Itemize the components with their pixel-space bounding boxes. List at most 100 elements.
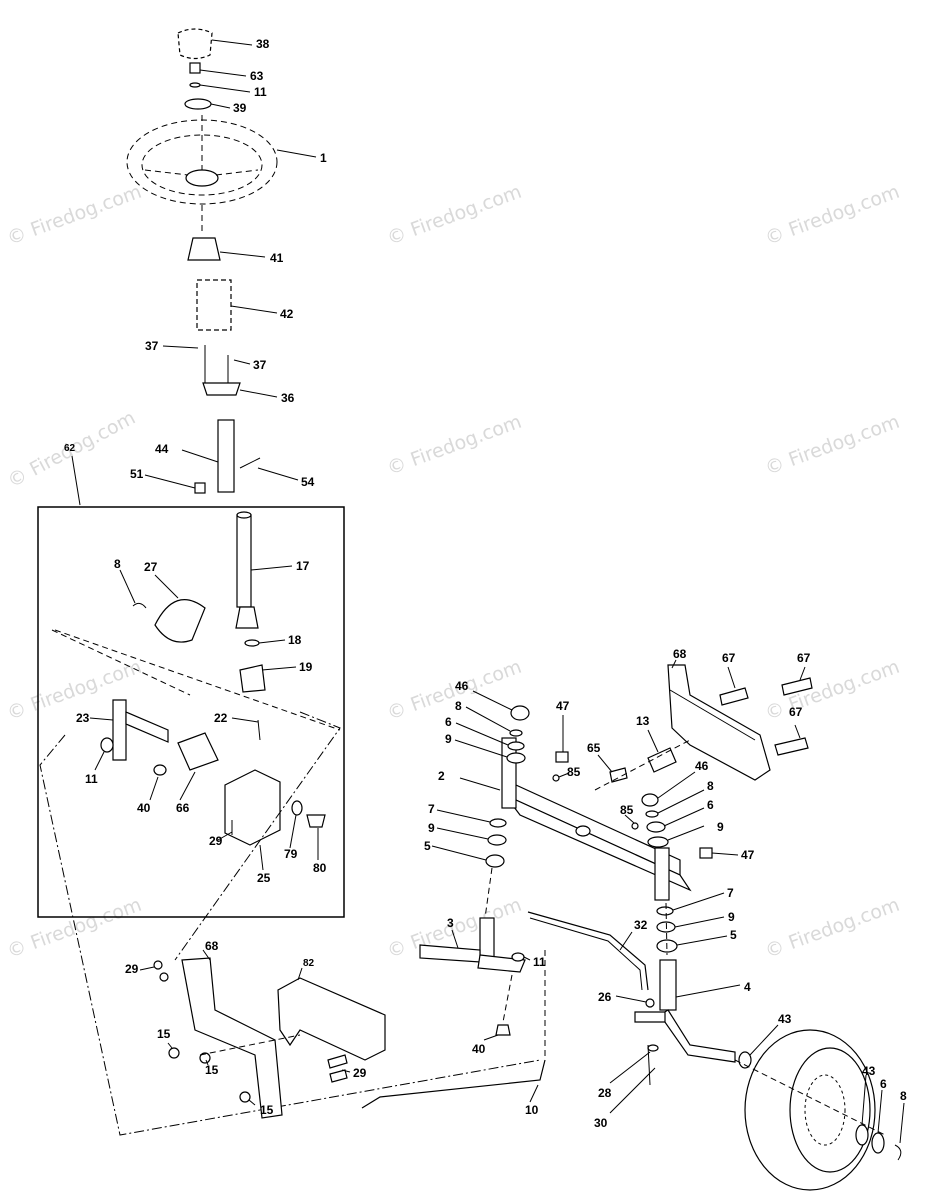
callout-label: 40 <box>472 1042 486 1056</box>
callout-label: 1 <box>320 151 327 165</box>
callout-label: 28 <box>598 1086 612 1100</box>
callout-label: 67 <box>789 705 803 719</box>
reference-line <box>39 734 541 1136</box>
callout-label: 15 <box>205 1063 219 1077</box>
collar-part <box>239 664 266 693</box>
callout-label: 29 <box>125 962 139 976</box>
callout-label: 26 <box>598 990 612 1004</box>
callout-label: 9 <box>717 820 724 834</box>
callout-label: 29 <box>353 1066 367 1080</box>
callout-label: 38 <box>256 37 270 51</box>
callout-label: 79 <box>284 847 298 861</box>
callout-label: 4 <box>744 980 751 994</box>
callout-label: 23 <box>76 711 90 725</box>
spindle-part <box>419 944 481 963</box>
callout-label: 11 <box>533 955 546 969</box>
watermark: © Firedog.com <box>4 894 144 963</box>
callout-label: 65 <box>587 741 601 755</box>
frame-plate-part <box>181 957 283 1119</box>
callout-label: 68 <box>673 647 687 661</box>
steering-gear-inset <box>37 506 345 918</box>
watermark: © Firedog.com <box>762 411 902 480</box>
front-axle-assembly <box>361 690 779 1114</box>
callout-label: 8 <box>114 557 121 571</box>
callout-label: 30 <box>594 1116 608 1130</box>
callout-label: 32 <box>634 918 648 932</box>
sector-gear-part <box>154 599 206 643</box>
callout-label: 54 <box>301 475 315 489</box>
callout-label: 8 <box>900 1089 907 1103</box>
callout-label: 46 <box>455 679 469 693</box>
callout-label: 6 <box>880 1077 887 1091</box>
plate-part <box>224 769 281 846</box>
steering-wheel-part <box>126 119 278 205</box>
callout-label: 9 <box>428 821 435 835</box>
reference-line <box>174 711 341 961</box>
callout-label: 17 <box>296 559 310 573</box>
washer-part <box>184 98 212 110</box>
watermarks: © Firedog.com © Firedog.com © Firedog.co… <box>4 181 902 963</box>
front-frame-bracket <box>139 949 386 1119</box>
frame-bracket-part <box>277 977 386 1061</box>
callout-label: 37 <box>253 358 267 372</box>
bolt-part <box>189 62 201 74</box>
callout-label: 6 <box>445 715 452 729</box>
tie-rod-part <box>527 911 649 991</box>
cap-part <box>177 28 213 60</box>
axle-support-bracket <box>594 659 813 791</box>
callout-label: 36 <box>281 391 295 405</box>
watermark: © Firedog.com <box>384 411 524 480</box>
callout-label: 40 <box>137 801 151 815</box>
callout-label: 7 <box>727 886 734 900</box>
callout-label: 29 <box>209 834 223 848</box>
adapter-part <box>187 237 221 261</box>
callout-label: 67 <box>797 651 811 665</box>
callout-label: 43 <box>778 1012 792 1026</box>
callout-label: 62 <box>64 443 76 454</box>
callout-label: 85 <box>620 803 634 817</box>
callout-label: 8 <box>707 779 714 793</box>
steering-column-assembly <box>71 28 317 506</box>
shaft-part <box>217 419 235 493</box>
callout-label: 18 <box>288 633 302 647</box>
callout-label: 11 <box>254 85 267 99</box>
callout-label: 9 <box>728 910 735 924</box>
flange-part <box>202 382 241 396</box>
callout-label: 41 <box>270 251 284 265</box>
callout-label: 46 <box>695 759 709 773</box>
watermark: © Firedog.com <box>762 181 902 250</box>
watermark: © Firedog.com <box>4 181 144 250</box>
drag-link-part <box>361 1059 546 1109</box>
callout-label: 22 <box>214 711 228 725</box>
callout-label: 82 <box>303 958 315 969</box>
callout-label: 5 <box>424 839 431 853</box>
callout-label: 25 <box>257 871 271 885</box>
callout-label: 63 <box>250 69 264 83</box>
callout-label: 15 <box>260 1103 274 1117</box>
callout-label: 13 <box>636 714 650 728</box>
watermark: © Firedog.com <box>762 894 902 963</box>
cap-part <box>641 793 659 807</box>
spindle-part <box>659 959 677 1011</box>
callout-label: 85 <box>567 765 581 779</box>
callout-label: 66 <box>176 801 190 815</box>
wheel-tire-assembly <box>734 1029 905 1191</box>
callout-label: 80 <box>313 861 327 875</box>
callout-label: 43 <box>862 1064 876 1078</box>
callout-label: 10 <box>525 1103 539 1117</box>
callout-label: 42 <box>280 307 294 321</box>
callout-label: 19 <box>299 660 313 674</box>
steering-shaft-part <box>236 514 252 608</box>
callout-label: 5 <box>730 928 737 942</box>
callout-labels: 38 63 11 39 1 41 42 37 37 36 44 51 54 62… <box>64 37 907 1130</box>
cap-part <box>510 705 530 721</box>
callout-label: 2 <box>438 769 445 783</box>
callout-label: 51 <box>130 467 144 481</box>
callout-label: 68 <box>205 939 219 953</box>
bracket-part <box>667 664 771 781</box>
callout-label: 47 <box>741 848 755 862</box>
sleeve-part <box>196 279 232 331</box>
callout-label: 44 <box>155 442 169 456</box>
callout-label: 15 <box>157 1027 171 1041</box>
